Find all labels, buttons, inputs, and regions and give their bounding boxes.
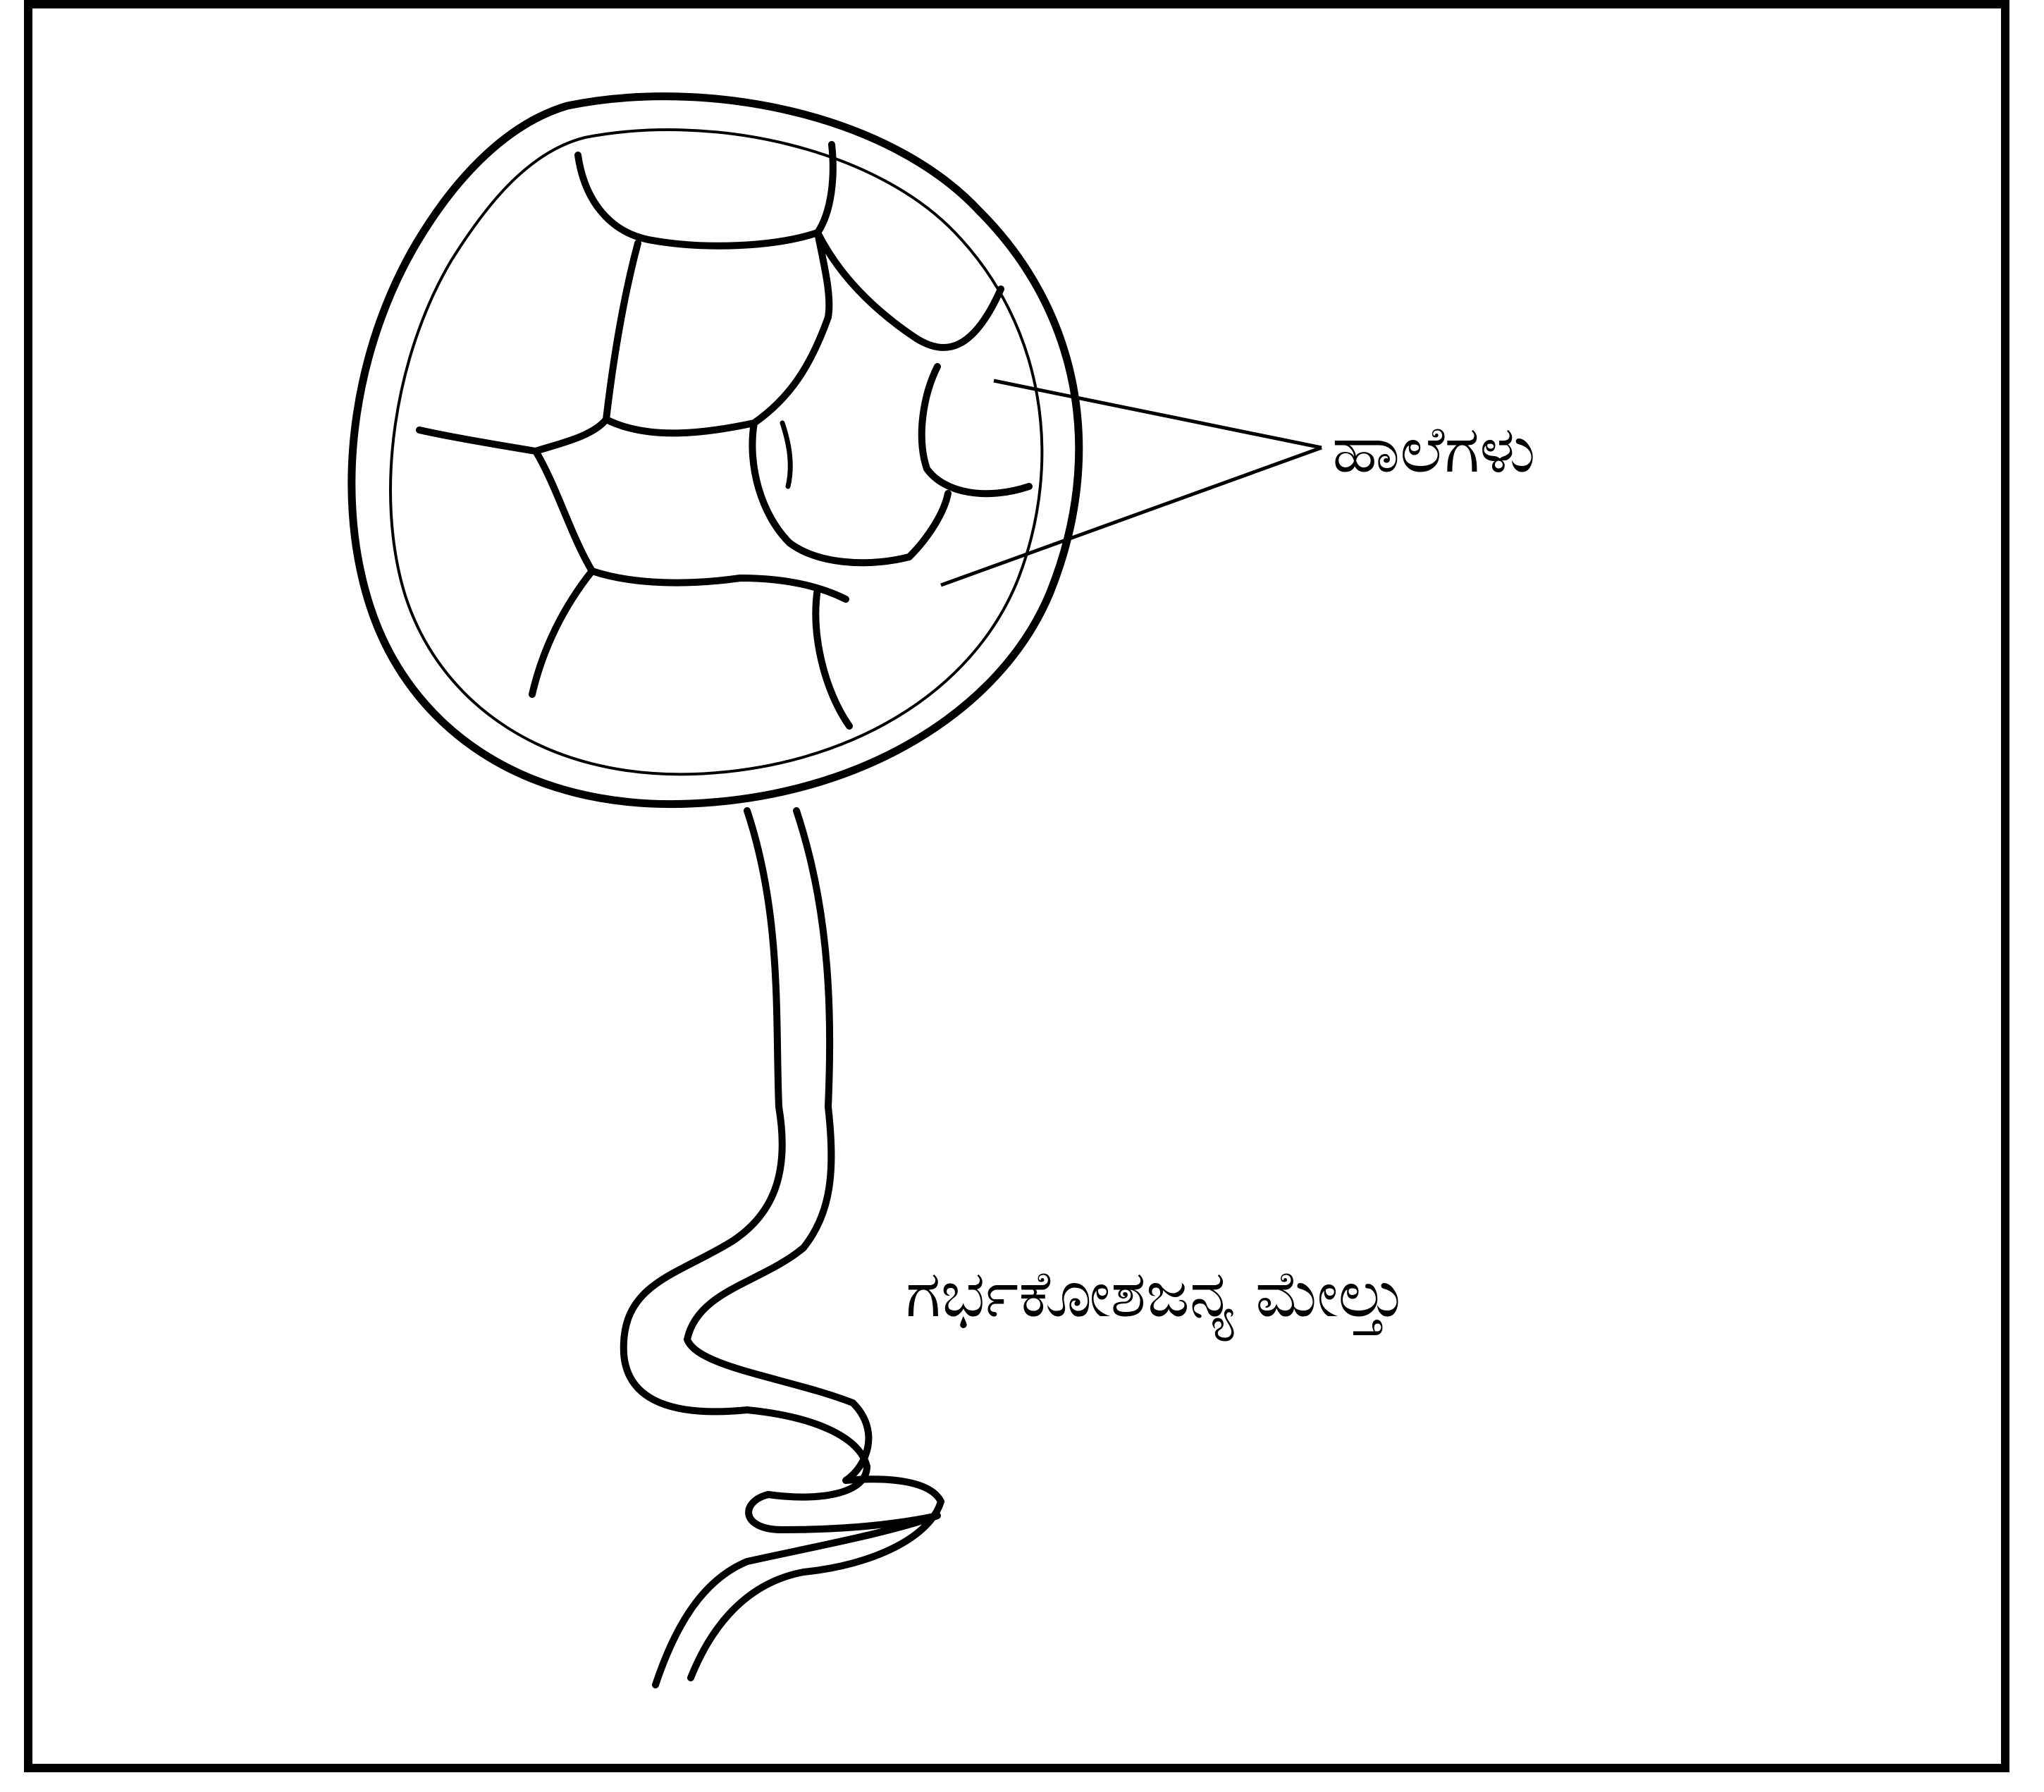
embryo-outer-wall	[352, 97, 1079, 804]
cell-wall	[536, 451, 846, 599]
cell-wall	[815, 589, 849, 726]
suspensor-left-edge	[624, 811, 937, 1685]
cell-wall	[818, 233, 1001, 348]
embryo-cell-walls	[419, 145, 1029, 726]
cell-wall	[782, 423, 790, 486]
figure-frame	[28, 4, 2005, 1768]
cell-wall	[578, 145, 833, 246]
embryo-inner-wall	[390, 130, 1042, 774]
suspensor-label: ಗರ್ಭಕೋಶಜನ್ಯ ಮೇಲ್ತು	[906, 1262, 1406, 1327]
vacuoles-label: ಹಾಲೆಗಳು	[1332, 417, 1536, 482]
cell-wall	[532, 571, 592, 694]
cell-wall	[606, 233, 829, 433]
leader-line-lower	[941, 448, 1322, 585]
